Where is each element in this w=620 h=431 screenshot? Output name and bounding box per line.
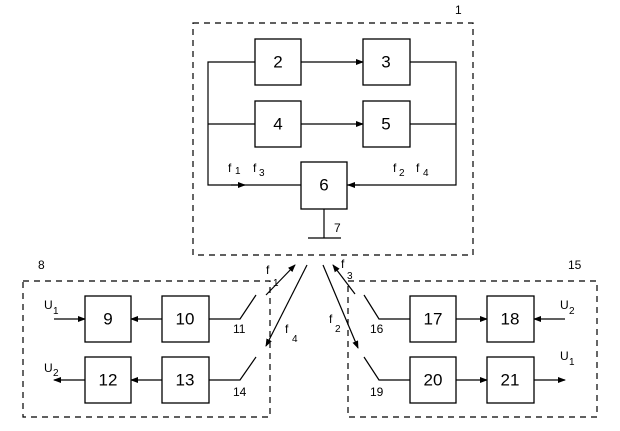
- antenna-label-19: 19: [370, 385, 384, 399]
- svg-text:f: f: [329, 312, 333, 326]
- radio-link-f3: [332, 264, 356, 295]
- svg-text:f: f: [285, 322, 289, 336]
- ground-label-7: 7: [334, 221, 341, 235]
- svg-text:f: f: [341, 257, 345, 271]
- label-top-f3: f 3: [253, 161, 265, 179]
- antenna-label-14: 14: [233, 385, 247, 399]
- label-link-f2: f 2: [329, 312, 341, 335]
- svg-text:U: U: [44, 361, 53, 375]
- block-18: [486, 295, 535, 343]
- block-12: [84, 356, 132, 404]
- block-9-label: 9: [103, 310, 112, 329]
- frame-1: [192, 22, 474, 256]
- label-link-f1: f 1: [266, 263, 279, 289]
- svg-text:f: f: [253, 161, 257, 175]
- svg-text:2: 2: [399, 168, 405, 179]
- frame-1-label: 1: [455, 3, 462, 17]
- label-top-f4: f 4: [416, 161, 429, 179]
- block-20: [409, 356, 457, 404]
- svg-text:f: f: [228, 161, 232, 175]
- label-link-f3: f 3: [341, 257, 353, 282]
- antenna-16: [363, 294, 410, 320]
- radio-link-f4: [265, 264, 308, 347]
- label-link-f4: f 4: [285, 322, 298, 345]
- block-17-label: 17: [424, 310, 443, 329]
- svg-text:f: f: [266, 263, 270, 277]
- label-top-f2: f 2: [393, 161, 405, 179]
- block-21: [486, 356, 535, 404]
- label-u1-left: U 1: [44, 298, 59, 317]
- block-20-label: 20: [424, 371, 443, 390]
- block-6-label: 6: [319, 176, 328, 195]
- block-2: [254, 38, 302, 86]
- frame-15: [347, 280, 598, 418]
- svg-text:2: 2: [53, 368, 59, 379]
- svg-text:U: U: [560, 349, 569, 363]
- svg-text:1: 1: [235, 166, 241, 177]
- svg-text:1: 1: [569, 357, 575, 368]
- svg-text:1: 1: [273, 278, 279, 289]
- block-18-label: 18: [501, 310, 520, 329]
- label-top-f1: f 1: [228, 161, 241, 177]
- antenna-19: [363, 356, 410, 381]
- antenna-11: [209, 294, 257, 320]
- block-10: [161, 295, 210, 343]
- block-12-label: 12: [99, 371, 118, 390]
- svg-text:3: 3: [347, 271, 353, 282]
- block-5: [362, 100, 411, 148]
- block-4: [254, 100, 302, 148]
- frame-8-label: 8: [38, 258, 45, 272]
- block-10-label: 10: [176, 310, 195, 329]
- svg-text:3: 3: [259, 168, 265, 179]
- block-6: [300, 161, 348, 210]
- label-u1-right: U 1: [560, 349, 575, 368]
- svg-text:4: 4: [292, 334, 298, 345]
- svg-text:f: f: [416, 161, 420, 175]
- svg-text:1: 1: [53, 306, 59, 317]
- block-21-label: 21: [501, 371, 520, 390]
- svg-text:2: 2: [569, 306, 575, 317]
- frame-15-label: 15: [568, 258, 582, 272]
- block-3: [362, 38, 411, 86]
- block-5-label: 5: [381, 115, 390, 134]
- svg-text:U: U: [560, 298, 569, 312]
- block-13: [161, 356, 210, 404]
- radio-link-f1: [265, 264, 296, 296]
- block-2-label: 2: [273, 53, 282, 72]
- frame-8: [22, 280, 271, 418]
- svg-text:4: 4: [423, 168, 429, 179]
- block-4-label: 4: [273, 115, 282, 134]
- block-3-label: 3: [381, 53, 390, 72]
- svg-text:U: U: [44, 298, 53, 312]
- antenna-label-11: 11: [233, 322, 246, 336]
- block-13-label: 13: [176, 371, 195, 390]
- radio-link-f2: [322, 264, 359, 349]
- antenna-label-16: 16: [370, 322, 384, 336]
- block-9: [84, 295, 132, 343]
- svg-text:2: 2: [335, 324, 341, 335]
- block-17: [409, 295, 457, 343]
- label-u2-left: U 2: [44, 361, 59, 379]
- label-u2-right: U 2: [560, 298, 575, 317]
- antenna-14: [209, 356, 257, 381]
- svg-text:f: f: [393, 161, 397, 175]
